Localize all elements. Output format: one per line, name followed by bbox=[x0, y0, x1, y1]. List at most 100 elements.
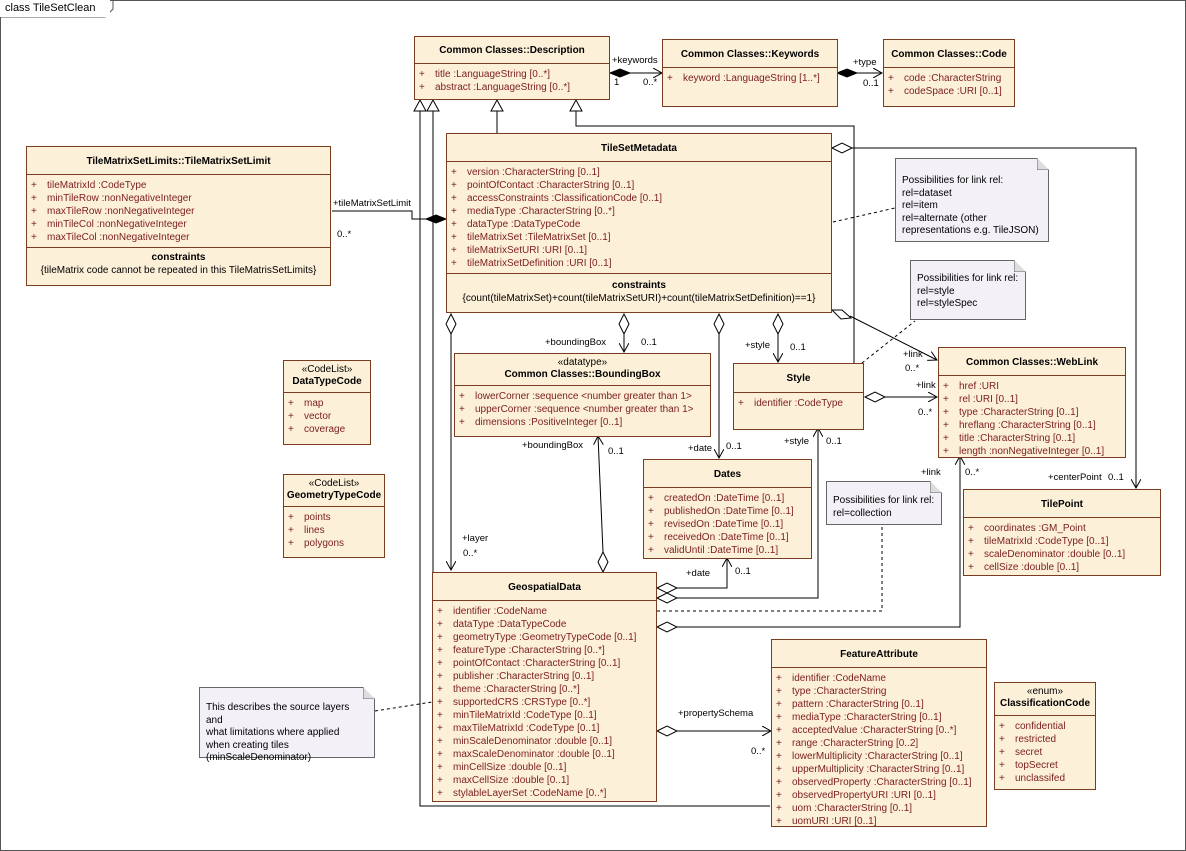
geospatial-generalization-head bbox=[426, 98, 440, 112]
label-tmsl-role: +tileMatrixSetLimit bbox=[333, 198, 411, 209]
style-top-diamond bbox=[772, 312, 784, 336]
literal: +vector bbox=[288, 411, 332, 422]
note-source-layers[interactable]: This describes the source layers and wha… bbox=[199, 687, 375, 763]
literal: +restricted bbox=[999, 734, 1057, 745]
propschema-diamond bbox=[655, 725, 679, 737]
class-tilematrixsetlimit-attrs: +tileMatrixId :CodeType +minTileRow :non… bbox=[27, 174, 330, 247]
attribute: +range :CharacterString [0..2] bbox=[776, 738, 919, 749]
class-style[interactable]: Style +identifier :CodeType bbox=[733, 363, 864, 430]
attribute: +uomURI :URI [0..1] bbox=[776, 816, 877, 827]
label-style-bottom-mult: 0..1 bbox=[826, 436, 842, 447]
literal: +secret bbox=[999, 747, 1043, 758]
label-style-top-mult: 0..1 bbox=[790, 342, 806, 353]
attribute: +pointOfContact :CharacterString [0..1] bbox=[437, 658, 621, 669]
class-tilesetmetadata[interactable]: TileSetMetadata +version :CharacterStrin… bbox=[446, 133, 832, 313]
class-tilesetmetadata-constraints: constraints {count(tileMatrixSet)+count(… bbox=[447, 273, 831, 308]
class-keywords[interactable]: Common Classes::Keywords +keyword :Langu… bbox=[662, 39, 838, 107]
centerpoint-association bbox=[852, 147, 1137, 488]
attribute: +tileMatrixSetDefinition :URI [0..1] bbox=[451, 258, 612, 269]
class-boundingbox-attrs: +lowerCorner :sequence <number greater t… bbox=[455, 385, 710, 432]
note-style-anchor bbox=[861, 320, 916, 364]
attribute: +geometryType :GeometryTypeCode [0..1] bbox=[437, 632, 637, 643]
attribute: +maxTileMatrixId :CodeType [0..1] bbox=[437, 723, 600, 734]
attribute: +theme :CharacterString [0..*] bbox=[437, 684, 580, 695]
class-boundingbox[interactable]: «datatype» Common Classes::BoundingBox +… bbox=[454, 353, 711, 437]
attribute: +observedPropertyURI :URI [0..1] bbox=[776, 790, 936, 801]
bbox-bottom-diamond bbox=[597, 550, 609, 574]
class-featureattribute-name: FeatureAttribute bbox=[840, 649, 918, 660]
note-collection-link-rel[interactable]: Possibilities for link rel: rel=collecti… bbox=[826, 481, 942, 525]
class-weblink[interactable]: Common Classes::WebLink +href :URI +rel … bbox=[938, 347, 1126, 458]
label-propschema-mult: 0..* bbox=[751, 746, 766, 757]
label-bbox-bottom-mult: 0..1 bbox=[608, 446, 624, 457]
type-composition-diamond bbox=[835, 68, 859, 78]
attribute: +title :LanguageString [0..*] bbox=[419, 69, 551, 80]
attribute: +identifier :CodeType bbox=[738, 398, 843, 409]
attribute: +tileMatrixId :CodeType [0..1] bbox=[968, 536, 1109, 547]
class-description-name: Common Classes::Description bbox=[439, 45, 585, 56]
attribute: +type :CharacterString [0..1] bbox=[943, 407, 1079, 418]
label-style-bottom-role: +style bbox=[784, 436, 810, 447]
class-code[interactable]: Common Classes::Code +code :CharacterStr… bbox=[883, 39, 1015, 107]
attribute: +minCellSize :double [0..1] bbox=[437, 762, 567, 773]
class-datatypecode-attrs: +map +vector +coverage bbox=[284, 392, 370, 439]
label-link-mid-role: +link bbox=[916, 380, 936, 391]
class-classificationcode-attrs: +confidential +restricted +secret +topSe… bbox=[995, 715, 1095, 788]
note-fold-icon bbox=[930, 481, 942, 493]
literal: +lines bbox=[288, 525, 325, 536]
link-bottom-diamond bbox=[655, 621, 679, 633]
class-tilepoint[interactable]: TilePoint +coordinates :GM_Point +tileMa… bbox=[963, 489, 1161, 576]
class-style-attrs: +identifier :CodeType bbox=[734, 392, 863, 413]
class-classificationcode[interactable]: «enum» ClassificationCode +confidential … bbox=[994, 682, 1096, 790]
note-collection-anchor bbox=[657, 525, 883, 612]
label-link-mid-mult: 0..* bbox=[918, 407, 933, 418]
attribute: +hreflang :CharacterString [0..1] bbox=[943, 420, 1096, 431]
attribute: +tileMatrixSetURI :URI [0..1] bbox=[451, 245, 588, 256]
label-date-bottom-mult: 0..1 bbox=[735, 566, 751, 577]
class-geospatialdata-name: GeospatialData bbox=[508, 582, 581, 593]
class-tilematrixsetlimit[interactable]: TileMatrixSetLimits::TileMatrixSetLimit … bbox=[26, 146, 331, 286]
frame-title: class TileSetClean bbox=[0, 0, 110, 17]
note-tileset-anchor bbox=[832, 207, 896, 223]
note-source-anchor bbox=[374, 701, 433, 712]
link-bottom-association bbox=[677, 458, 961, 628]
attribute: +observedProperty :CharacterString [0..1… bbox=[776, 777, 972, 788]
bbox-bottom-association bbox=[598, 436, 604, 553]
class-featureattribute[interactable]: FeatureAttribute +identifier :CodeName +… bbox=[771, 639, 987, 827]
class-style-name: Style bbox=[786, 373, 811, 384]
attribute: +featureType :CharacterString [0..*] bbox=[437, 645, 605, 656]
date-bottom-diamond bbox=[655, 582, 679, 594]
tmsl-association bbox=[332, 210, 426, 220]
class-geometrytypecode[interactable]: «CodeList» GeometryTypeCode +points +lin… bbox=[283, 474, 385, 558]
label-style-top-role: +style bbox=[745, 340, 771, 351]
note-style-link-rel[interactable]: Possibilities for link rel: rel=style re… bbox=[910, 260, 1026, 320]
literal: +points bbox=[288, 512, 331, 523]
class-datatypecode-name: DataTypeCode bbox=[292, 376, 362, 387]
attribute: +mediaType :CharacterString [0..*] bbox=[451, 206, 615, 217]
label-bbox-top-mult: 0..1 bbox=[641, 337, 657, 348]
attribute: +stylableLayerSet :CodeName [0..*] bbox=[437, 788, 607, 799]
note-tileset-link-rel[interactable]: Possibilities for link rel: rel=dataset … bbox=[895, 158, 1049, 242]
literal: +polygons bbox=[288, 538, 345, 549]
note-fold-icon bbox=[1014, 260, 1026, 272]
class-tilematrixsetlimit-constraints: constraints {tileMatrix code cannot be r… bbox=[27, 247, 330, 280]
tmsl-composition-diamond bbox=[424, 214, 448, 224]
class-dates[interactable]: Dates +createdOn :DateTime [0..1] +publi… bbox=[643, 459, 812, 559]
attribute: +pattern :CharacterString [0..1] bbox=[776, 699, 924, 710]
class-description[interactable]: Common Classes::Description +title :Lang… bbox=[414, 36, 610, 100]
attribute: +cellSize :double [0..1] bbox=[968, 562, 1080, 573]
attribute: +code :CharacterString bbox=[888, 73, 1002, 84]
attribute: +uom :CharacterString [0..1] bbox=[776, 803, 913, 814]
label-date-top-mult: 0..1 bbox=[726, 441, 742, 452]
attribute: +coordinates :GM_Point bbox=[968, 523, 1086, 534]
label-keywords-src-mult: 1 bbox=[614, 77, 620, 88]
bbox-top-diamond bbox=[618, 312, 630, 336]
label-tmsl-mult: 0..* bbox=[337, 229, 352, 240]
attribute: +scaleDenominator :double [0..1] bbox=[968, 549, 1126, 560]
class-datatypecode[interactable]: «CodeList» DataTypeCode +map +vector +co… bbox=[283, 360, 371, 445]
attribute: +maxTileCol :nonNegativeInteger bbox=[31, 232, 190, 243]
attribute: +pointOfContact :CharacterString [0..1] bbox=[451, 180, 635, 191]
class-classificationcode-name: ClassificationCode bbox=[999, 698, 1091, 709]
class-geospatialdata[interactable]: GeospatialData +identifier :CodeName +da… bbox=[432, 572, 657, 802]
literal: +confidential bbox=[999, 721, 1066, 732]
